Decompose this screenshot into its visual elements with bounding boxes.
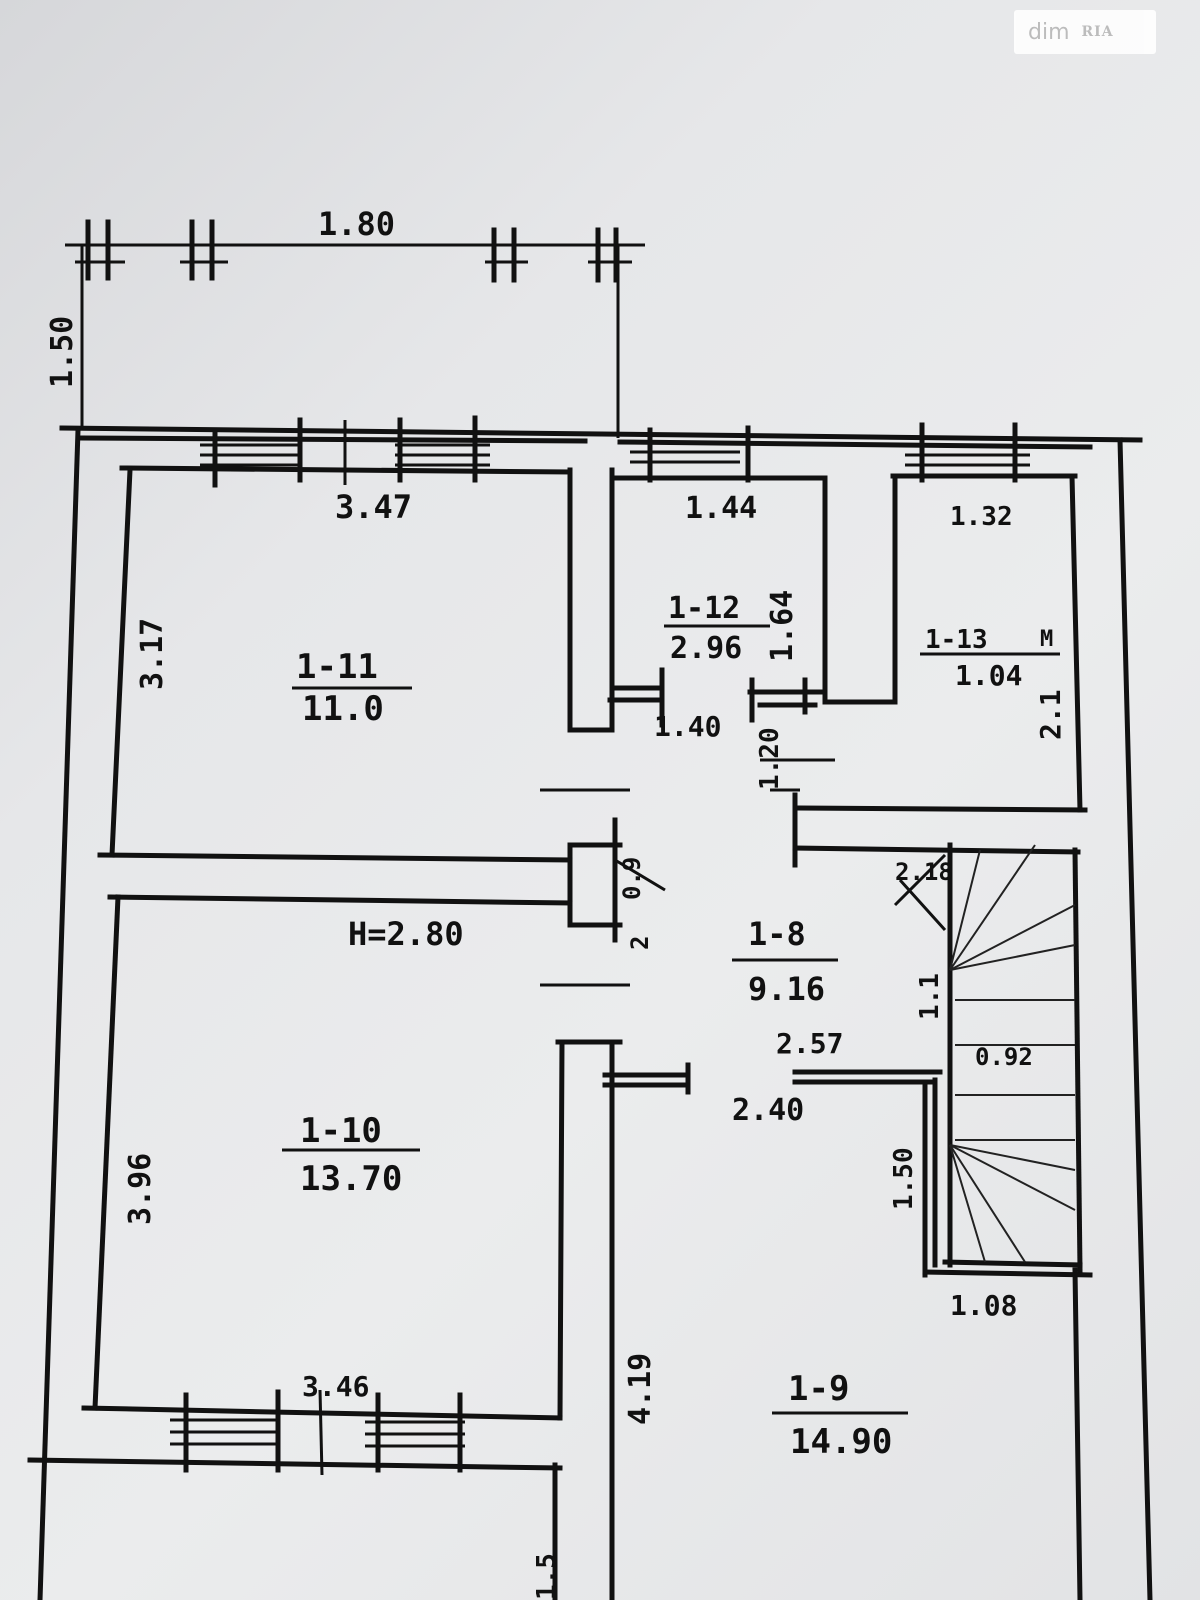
dim-ceiling-height: H=2.80 (348, 915, 464, 953)
dimension-labels: 1.80 1.50 3.47 3.17 1.44 1.64 1.40 1.32 … (45, 205, 1067, 1600)
dim-room-11-side: 3.17 (135, 618, 170, 690)
exterior-walls (37, 425, 1153, 1600)
dim-room-8-side: 2.40 (732, 1093, 804, 1128)
room-label-1-13: 1-13 M 1.04 (920, 625, 1060, 692)
dim-wall-mark-2: 2 (626, 936, 654, 950)
dim-room-11-top: 3.47 (335, 488, 412, 526)
dim-stair-side: 1.1 (915, 973, 945, 1020)
dim-room-12-top: 1.44 (685, 491, 757, 526)
room-area: 11.0 (302, 689, 384, 729)
staircase (893, 842, 1093, 1278)
room-1-10-walls (27, 894, 623, 1600)
room-id: 1-9 (788, 1369, 849, 1409)
dim-room-13-side: 2.1 (1034, 689, 1067, 740)
dim-corridor-step: 1.20 (755, 727, 785, 790)
room-area: 13.70 (300, 1159, 402, 1199)
dim-room-10-side: 3.96 (123, 1153, 158, 1225)
dim-room-9-side: 4.19 (623, 1353, 658, 1425)
room-area: 14.90 (790, 1422, 892, 1462)
dim-top-balcony: 1.80 (318, 205, 395, 243)
room-label-1-9: 1-9 14.90 (772, 1369, 908, 1462)
room-label-1-8: 1-8 9.16 (732, 915, 838, 1008)
room-id: 1-12 (668, 591, 740, 626)
room-area: 2.96 (670, 631, 742, 666)
room-label-1-11: 1-11 11.0 (292, 647, 412, 729)
room-unit: M (1040, 627, 1053, 652)
dim-balcony-depth: 1.50 (45, 316, 80, 388)
watermark: dim RIA (1014, 10, 1156, 54)
room-label-1-12: 1-12 2.96 (664, 591, 770, 666)
room-1-12-walls (607, 425, 828, 733)
room-labels: 1-11 11.0 1-12 2.96 1-13 M 1.04 1-8 9.16 (282, 591, 1060, 1462)
dim-room-8-step: 2.57 (776, 1027, 843, 1060)
dim-room-12-bottom: 1.40 (654, 710, 721, 743)
dim-stair-landing: 0.92 (975, 1043, 1033, 1071)
room-id: 1-11 (296, 647, 378, 687)
dim-room-10-bottom: 3.46 (302, 1370, 369, 1403)
room-area: 9.16 (748, 970, 825, 1008)
room-id: 1-8 (748, 915, 806, 953)
dim-bottom-edge: 1.5 (532, 1553, 562, 1600)
room-1-11-walls (97, 415, 615, 863)
dim-stair-top: 2.18 (895, 858, 953, 886)
room-1-9-walls (602, 1039, 1083, 1600)
room-id: 1-10 (300, 1111, 382, 1151)
dim-room-12-side: 1.64 (765, 590, 800, 662)
dim-stair-lower-side: 1.50 (889, 1147, 919, 1210)
room-1-13-walls (797, 422, 1088, 813)
balcony-outline (65, 219, 645, 438)
dim-room-13-top: 1.32 (950, 502, 1013, 532)
room-area: 1.04 (955, 659, 1022, 692)
watermark-logo: RIA (1081, 24, 1114, 40)
room-id: 1-13 (925, 625, 988, 655)
room-label-1-10: 1-10 13.70 (282, 1111, 420, 1199)
dim-wall-mark: 0.9 (618, 857, 646, 900)
dim-stair-bottom: 1.08 (950, 1289, 1017, 1322)
watermark-text: dim (1028, 19, 1070, 45)
